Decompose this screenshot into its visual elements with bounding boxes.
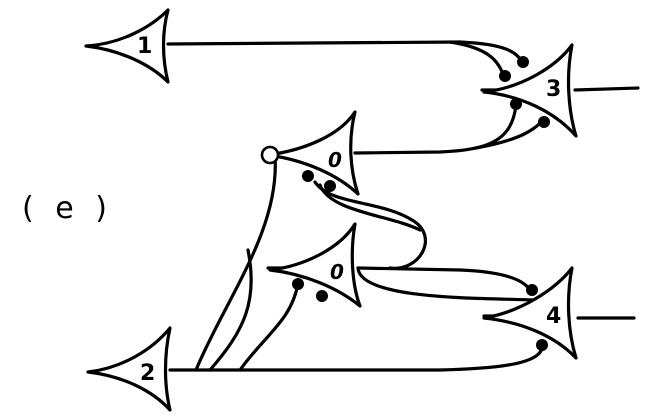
wire-2-to-b	[194, 154, 277, 372]
synapse-dot	[316, 290, 328, 302]
synapses	[260, 56, 550, 351]
neuron-3-label: 3	[546, 77, 561, 102]
wire-2-to-a	[238, 281, 300, 372]
panel-label: ( e )	[22, 191, 113, 226]
wire-3-out	[573, 86, 640, 92]
wire-b-to-3	[353, 103, 518, 155]
neuron-2: 2	[86, 326, 172, 412]
synapse-dot	[517, 56, 529, 68]
synapse-dot	[302, 170, 314, 182]
wire-1-main	[166, 40, 462, 46]
synapse-dot	[536, 339, 548, 351]
wire-a-to-4b	[356, 266, 537, 302]
wire-b-to-a-2	[318, 183, 422, 232]
neuron-a: 0	[268, 222, 362, 308]
inhibitory-synapse-ring	[260, 145, 280, 165]
synapse-dot	[499, 70, 511, 82]
neuron-4-label: 4	[546, 304, 561, 329]
neuron-1: 1	[84, 8, 170, 84]
neuron-1-label: 1	[137, 34, 152, 59]
synapse-dot	[510, 98, 522, 110]
neuron-b-label: 0	[328, 148, 342, 172]
neuron-3: 3	[482, 43, 578, 138]
wire-2-branch	[208, 248, 253, 372]
synapse-dot	[526, 284, 538, 296]
neuron-4: 4	[482, 266, 578, 360]
synapse-dot	[324, 180, 336, 192]
synapse-dot	[292, 278, 304, 290]
wire-b-to-a	[313, 180, 427, 270]
synapse-dot	[538, 116, 550, 128]
neuron-a-label: 0	[330, 260, 344, 284]
neuron-2-label: 2	[140, 361, 155, 386]
neuron-b: 0	[266, 110, 360, 196]
